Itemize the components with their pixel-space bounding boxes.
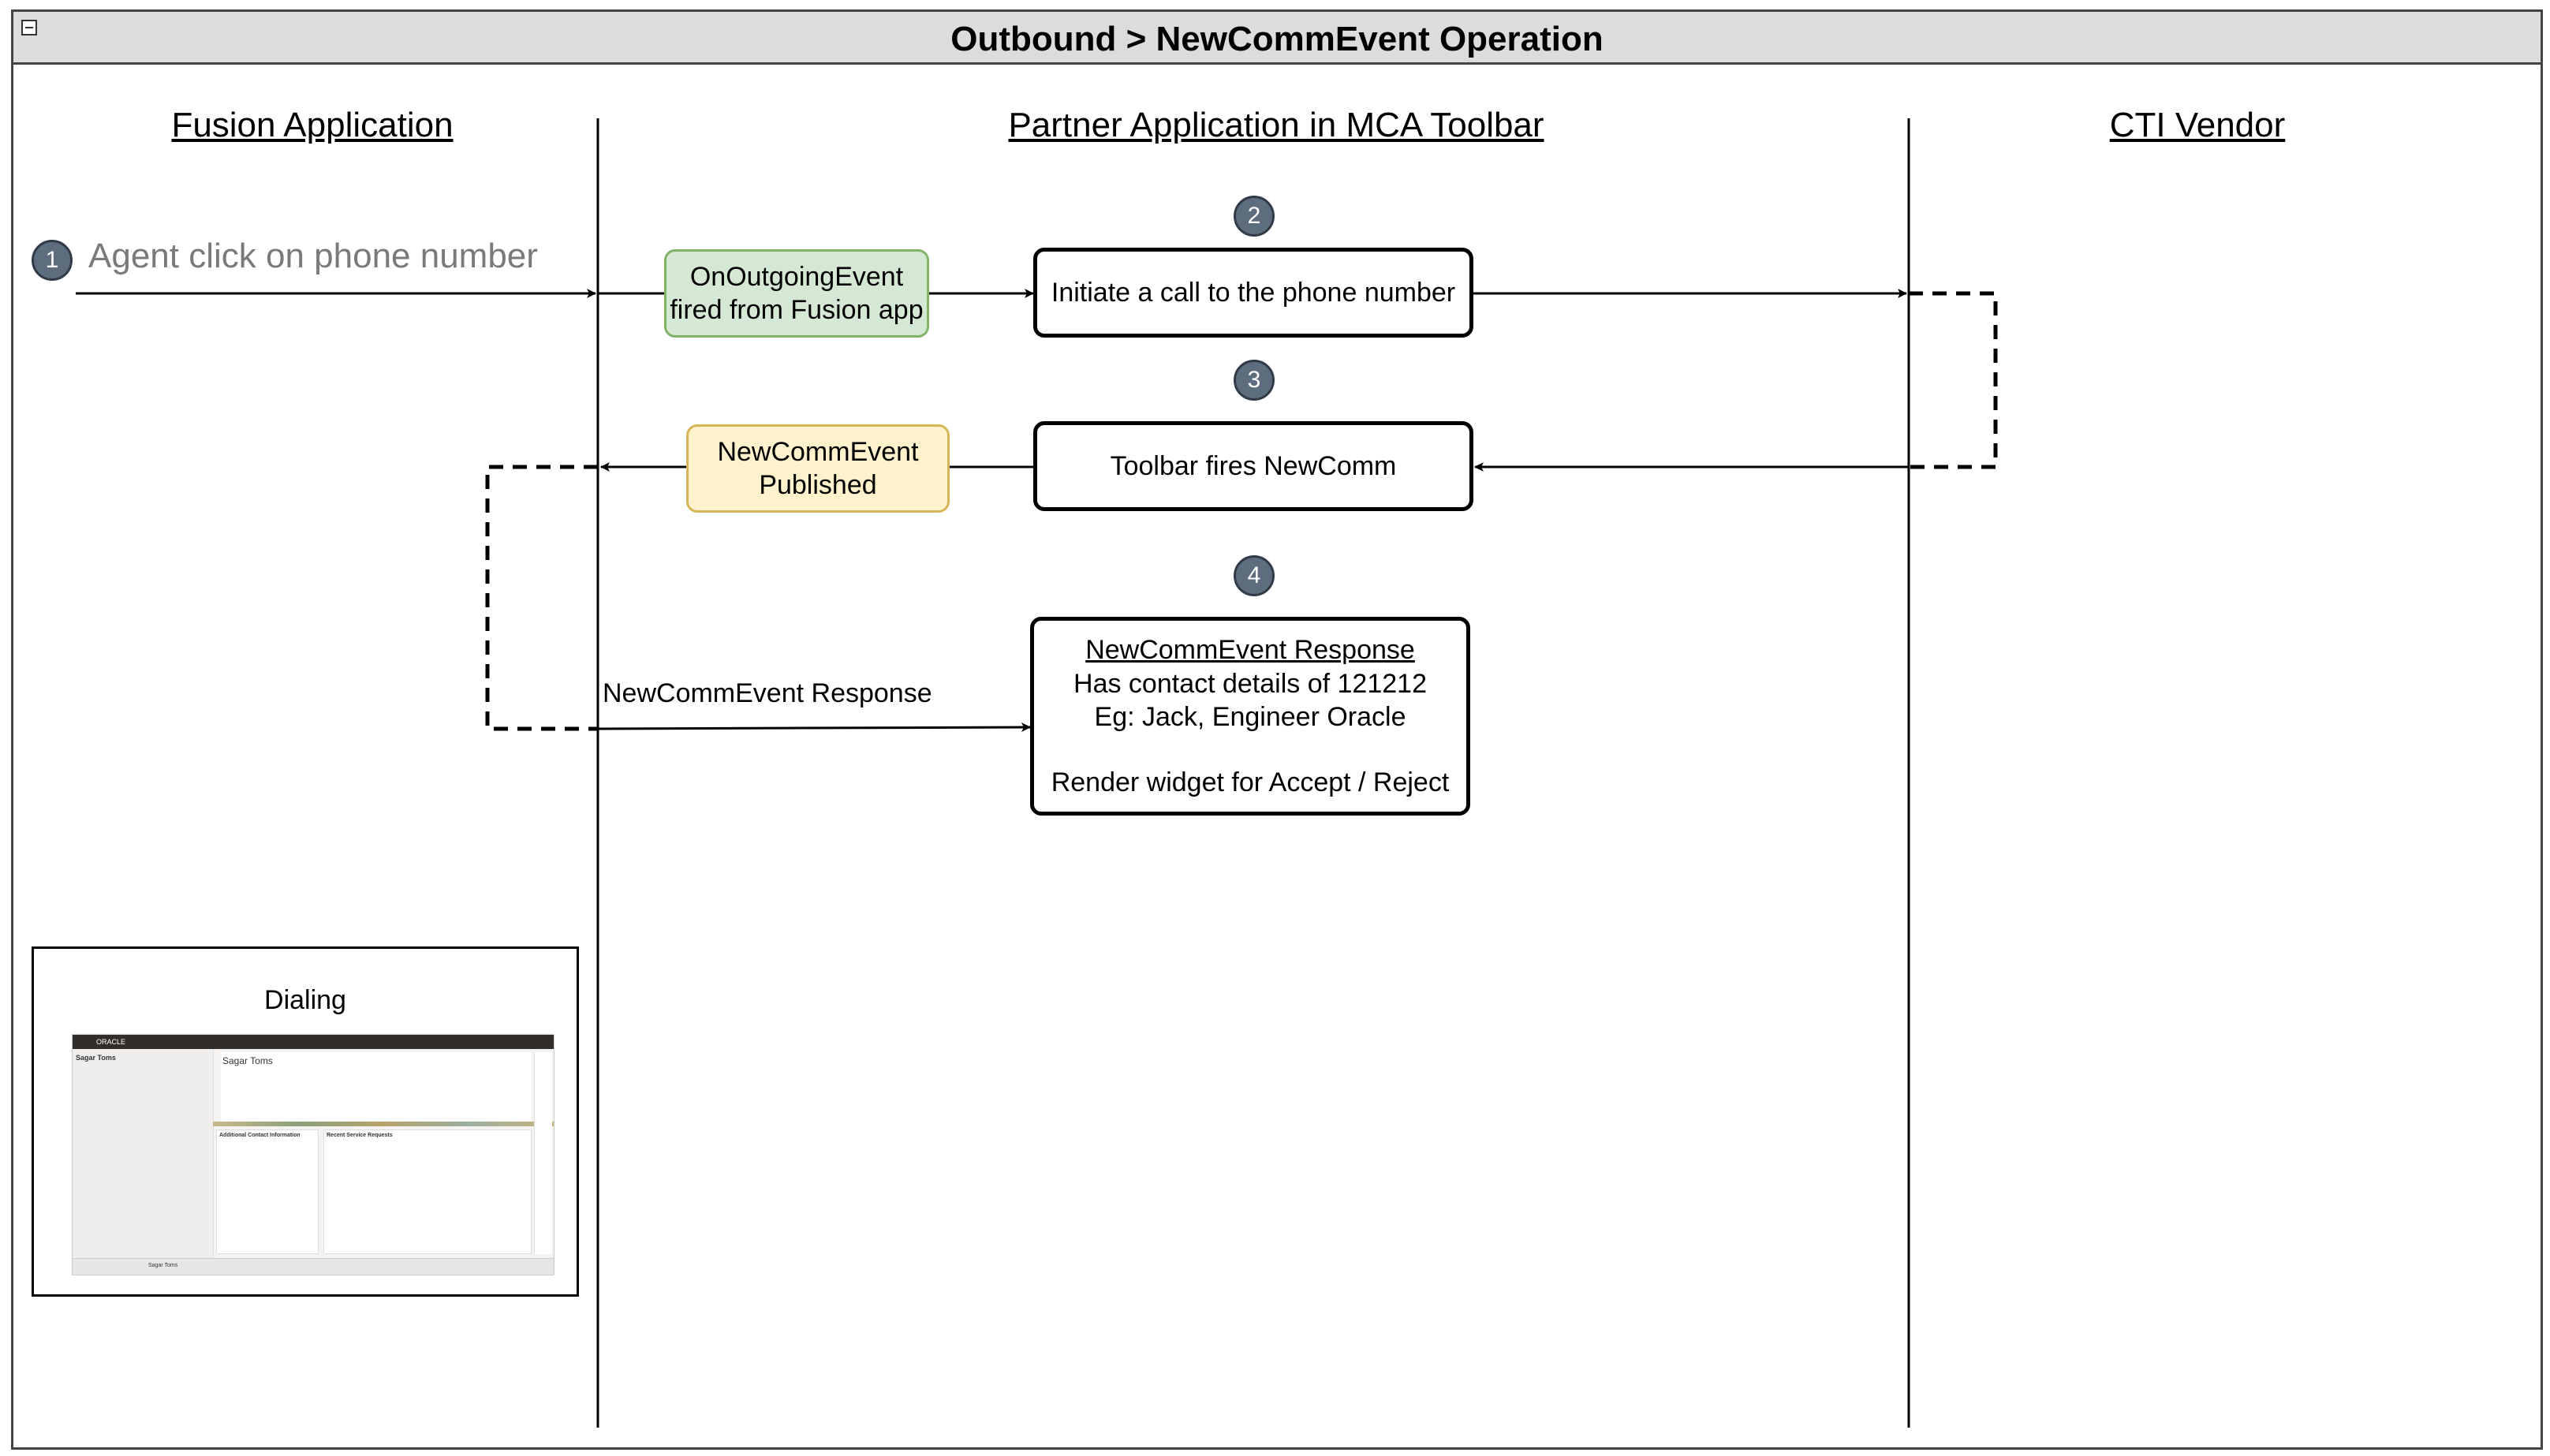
outgoing-event-box: OnOutgoingEvent fired from Fusion app [664,249,929,338]
thumb-requests-panel: Recent Service Requests [323,1129,532,1254]
thumb-contact-name: Sagar Toms [76,1054,116,1062]
response-title: NewCommEvent Response [1085,635,1415,665]
thumb-additional-title: Additional Contact Information [219,1133,301,1138]
edge-cti-loop [1909,291,1998,469]
step-badge-4: 4 [1234,555,1275,596]
outgoing-event-line2: fired from Fusion app [670,295,924,325]
response-line2: Eg: Jack, Engineer Oracle [1094,702,1406,732]
published-line1: NewCommEvent [717,436,919,467]
published-line2: Published [759,470,877,500]
thumb-header-bar: ORACLE [73,1035,554,1049]
thumb-side-toolbar [534,1052,552,1254]
outgoing-event-line1: OnOutgoingEvent [689,261,904,292]
thumb-brand: ORACLE [96,1038,126,1046]
edge-response [597,722,1031,733]
title-bar: Outbound > NewCommEvent Operation [13,12,2541,65]
step-badge-1: 1 [32,240,73,281]
dialing-title: Dialing [264,985,346,1015]
dialing-panel: Dialing ORACLE Sagar Toms Sagar Toms Add… [32,946,579,1297]
thumb-footer-tab-contact: Sagar Toms [148,1263,178,1268]
lane-title-partner: Partner Application in MCA Toolbar [1008,106,1544,144]
lane-title-cti: CTI Vendor [2109,106,2286,144]
response-line1: Has contact details of 121212 [1073,668,1427,699]
initiate-call-text: Initiate a call to the phone number [1051,277,1456,308]
toolbar-fires-text: Toolbar fires NewComm [1110,450,1397,481]
thumb-footer-tabs: Sagar Toms [73,1258,554,1275]
agent-click-label: Agent click on phone number [88,237,538,275]
published-box: NewCommEvent Published [686,424,950,513]
step-badge-3: 3 [1234,360,1275,401]
thumb-banner-stripe [213,1122,554,1126]
initiate-call-box: Initiate a call to the phone number [1033,248,1473,338]
lane-title-fusion: Fusion Application [171,106,454,144]
collapse-toggle[interactable] [21,20,37,35]
thumb-requests-title: Recent Service Requests [327,1133,393,1138]
step-badge-2: 2 [1234,196,1275,237]
thumb-main-panel: Sagar Toms [221,1052,532,1123]
thumb-main-contact: Sagar Toms [222,1055,273,1066]
response-edge-label: NewCommEvent Response [603,678,932,708]
diagram-title: Outbound > NewCommEvent Operation [950,20,1604,58]
response-box: NewCommEvent Response Has contact detail… [1030,617,1470,816]
thumb-left-panel: Sagar Toms [73,1049,214,1259]
edge-fusion-loop [485,465,598,731]
thumb-additional-panel: Additional Contact Information [216,1129,319,1254]
response-line3: Render widget for Accept / Reject [1051,767,1450,797]
toolbar-fires-box: Toolbar fires NewComm [1033,421,1473,511]
dialing-screenshot: ORACLE Sagar Toms Sagar Toms Additional … [72,1034,554,1275]
